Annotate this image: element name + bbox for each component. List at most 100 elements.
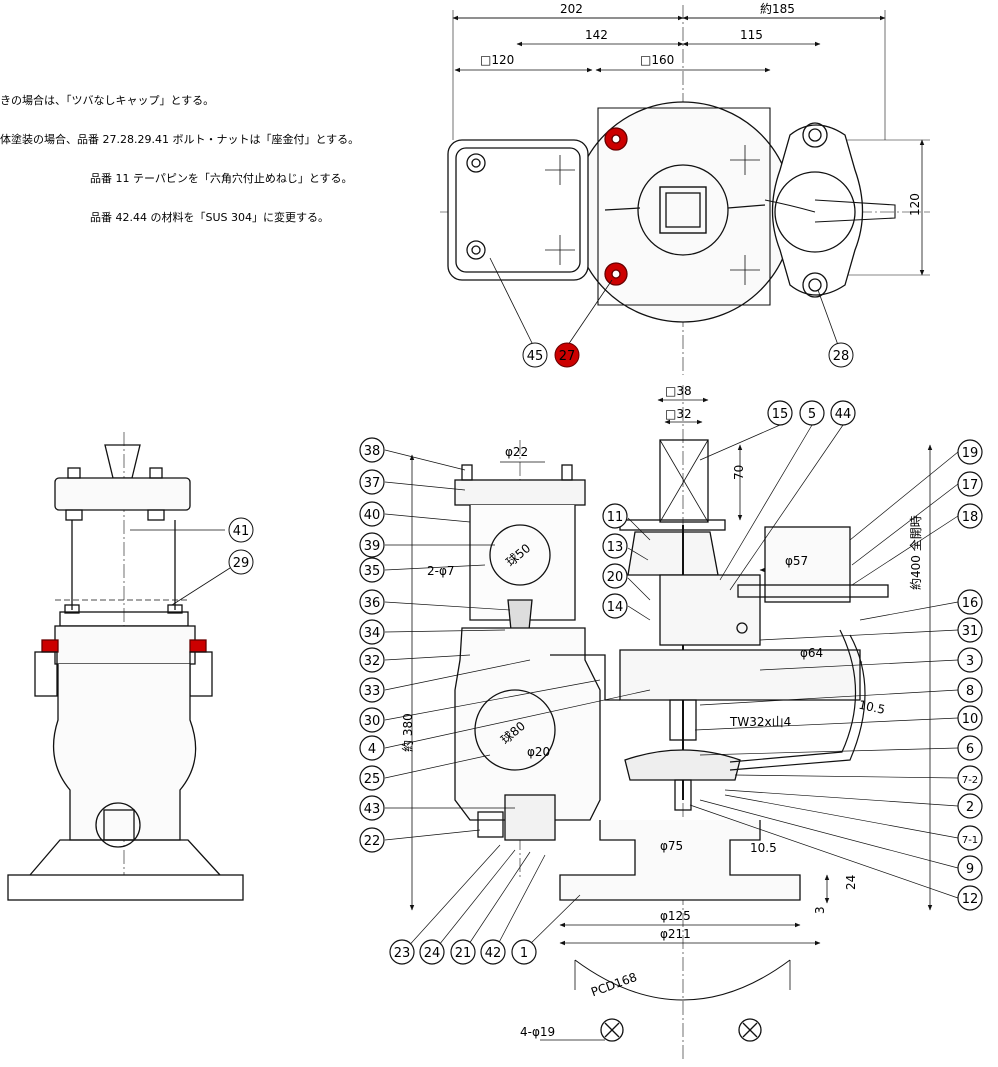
balloon-27: 27 bbox=[554, 342, 580, 368]
balloon-13: 13 bbox=[602, 533, 628, 559]
balloon-16: 16 bbox=[957, 589, 983, 615]
side-view bbox=[7, 432, 244, 901]
balloon-43: 43 bbox=[359, 795, 385, 821]
svg-text:20: 20 bbox=[607, 570, 624, 585]
dim-holes: 2-φ7 bbox=[427, 564, 455, 578]
front-view bbox=[384, 385, 959, 1060]
dim-phi22: φ22 bbox=[505, 445, 528, 459]
balloon-6: 6 bbox=[957, 735, 983, 761]
svg-text:19: 19 bbox=[962, 446, 979, 461]
dim-sq38: □38 bbox=[665, 384, 692, 398]
dim-phi75: φ75 bbox=[660, 839, 683, 853]
balloon-23: 23 bbox=[389, 939, 415, 965]
dim-h3: 3 bbox=[813, 906, 827, 914]
balloon-45: 45 bbox=[522, 342, 548, 368]
dim-h24: 24 bbox=[844, 875, 858, 890]
balloon-21: 21 bbox=[450, 939, 476, 965]
side-view-balloons: 41 29 bbox=[228, 517, 254, 575]
balloon-3: 3 bbox=[957, 647, 983, 673]
dim-phi20: φ20 bbox=[527, 745, 550, 759]
svg-text:44: 44 bbox=[835, 407, 852, 422]
balloon-32: 32 bbox=[359, 647, 385, 673]
svg-text:43: 43 bbox=[364, 802, 381, 817]
balloon-18: 18 bbox=[957, 503, 983, 529]
svg-text:35: 35 bbox=[364, 564, 381, 579]
dim-185: 約185 bbox=[760, 1, 795, 16]
balloon-7-2: 7-2 bbox=[957, 765, 983, 791]
svg-text:8: 8 bbox=[966, 684, 974, 699]
dim-sq160: □160 bbox=[640, 53, 674, 67]
balloon-31: 31 bbox=[957, 617, 983, 643]
svg-text:4: 4 bbox=[368, 742, 376, 757]
note-line-3: 品番 11 テーパピンを「六角穴付止めねじ」とする。 bbox=[90, 172, 353, 185]
dim-bolt-holes: 4-φ19 bbox=[520, 1025, 555, 1039]
balloon-22: 22 bbox=[359, 827, 385, 853]
svg-text:22: 22 bbox=[364, 834, 381, 849]
balloon-33: 33 bbox=[359, 677, 385, 703]
balloon-7-1: 7-1 bbox=[957, 825, 983, 851]
dim-t105b: 10.5 bbox=[750, 841, 777, 855]
svg-text:41: 41 bbox=[233, 524, 250, 539]
dim-sq32: □32 bbox=[665, 407, 692, 421]
svg-text:45: 45 bbox=[527, 349, 544, 364]
balloon-29: 29 bbox=[228, 549, 254, 575]
balloon-9: 9 bbox=[957, 855, 983, 881]
svg-text:27: 27 bbox=[559, 349, 576, 364]
balloon-24: 24 bbox=[419, 939, 445, 965]
svg-text:42: 42 bbox=[485, 946, 502, 961]
svg-text:3: 3 bbox=[966, 654, 974, 669]
balloon-8: 8 bbox=[957, 677, 983, 703]
balloon-42: 42 bbox=[480, 939, 506, 965]
balloon-20: 20 bbox=[602, 563, 628, 589]
svg-text:34: 34 bbox=[364, 626, 381, 641]
balloon-2: 2 bbox=[957, 793, 983, 819]
balloon-11: 11 bbox=[602, 503, 628, 529]
balloon-37: 37 bbox=[359, 469, 385, 495]
balloon-19: 19 bbox=[957, 439, 983, 465]
balloon-1: 1 bbox=[511, 939, 537, 965]
svg-text:29: 29 bbox=[233, 556, 250, 571]
balloon-28: 28 bbox=[828, 342, 854, 368]
dim-phi211: φ211 bbox=[660, 927, 691, 941]
svg-text:33: 33 bbox=[364, 684, 381, 699]
svg-text:23: 23 bbox=[394, 946, 411, 961]
spec-notes: きの場合は、「ツバなしキャップ」とする。 体塗装の場合、品番 27.28.29.… bbox=[0, 68, 359, 237]
dim-t105a: 10.5 bbox=[857, 698, 886, 717]
dim-tw: TW32x山4 bbox=[729, 715, 791, 729]
svg-text:1: 1 bbox=[520, 946, 528, 961]
svg-text:37: 37 bbox=[364, 476, 381, 491]
dim-h380: 約 380 bbox=[400, 713, 415, 752]
svg-text:13: 13 bbox=[607, 540, 624, 555]
balloon-34: 34 bbox=[359, 619, 385, 645]
balloon-12: 12 bbox=[957, 885, 983, 911]
dim-202: 202 bbox=[560, 2, 583, 16]
front-view-balloons: 3837403935363432333042543221917181631381… bbox=[359, 400, 983, 965]
svg-text:17: 17 bbox=[962, 478, 979, 493]
balloon-4: 4 bbox=[359, 735, 385, 761]
balloon-17: 17 bbox=[957, 471, 983, 497]
balloon-30: 30 bbox=[359, 707, 385, 733]
dim-h70: 70 bbox=[732, 465, 746, 480]
svg-text:21: 21 bbox=[455, 946, 472, 961]
svg-text:11: 11 bbox=[607, 510, 624, 525]
dim-phi57: φ57 bbox=[785, 554, 808, 568]
balloon-36: 36 bbox=[359, 589, 385, 615]
dim-115: 115 bbox=[740, 28, 763, 42]
svg-text:25: 25 bbox=[364, 772, 381, 787]
top-view-labels: 202 約185 142 115 □120 □160 120 bbox=[480, 1, 922, 216]
balloon-15: 15 bbox=[767, 400, 793, 426]
svg-text:7-1: 7-1 bbox=[962, 835, 978, 846]
dim-phi125: φ125 bbox=[660, 909, 691, 923]
svg-text:9: 9 bbox=[966, 862, 974, 877]
svg-text:40: 40 bbox=[364, 508, 381, 523]
balloon-39: 39 bbox=[359, 532, 385, 558]
balloon-14: 14 bbox=[602, 593, 628, 619]
balloon-40: 40 bbox=[359, 501, 385, 527]
note-line-1: きの場合は、「ツバなしキャップ」とする。 bbox=[0, 94, 215, 107]
svg-text:7-2: 7-2 bbox=[962, 775, 978, 786]
dim-142: 142 bbox=[585, 28, 608, 42]
svg-text:39: 39 bbox=[364, 539, 381, 554]
dim-v120: 120 bbox=[908, 193, 922, 216]
note-line-4: 品番 42.44 の材料を「SUS 304」に変更する。 bbox=[90, 211, 329, 224]
